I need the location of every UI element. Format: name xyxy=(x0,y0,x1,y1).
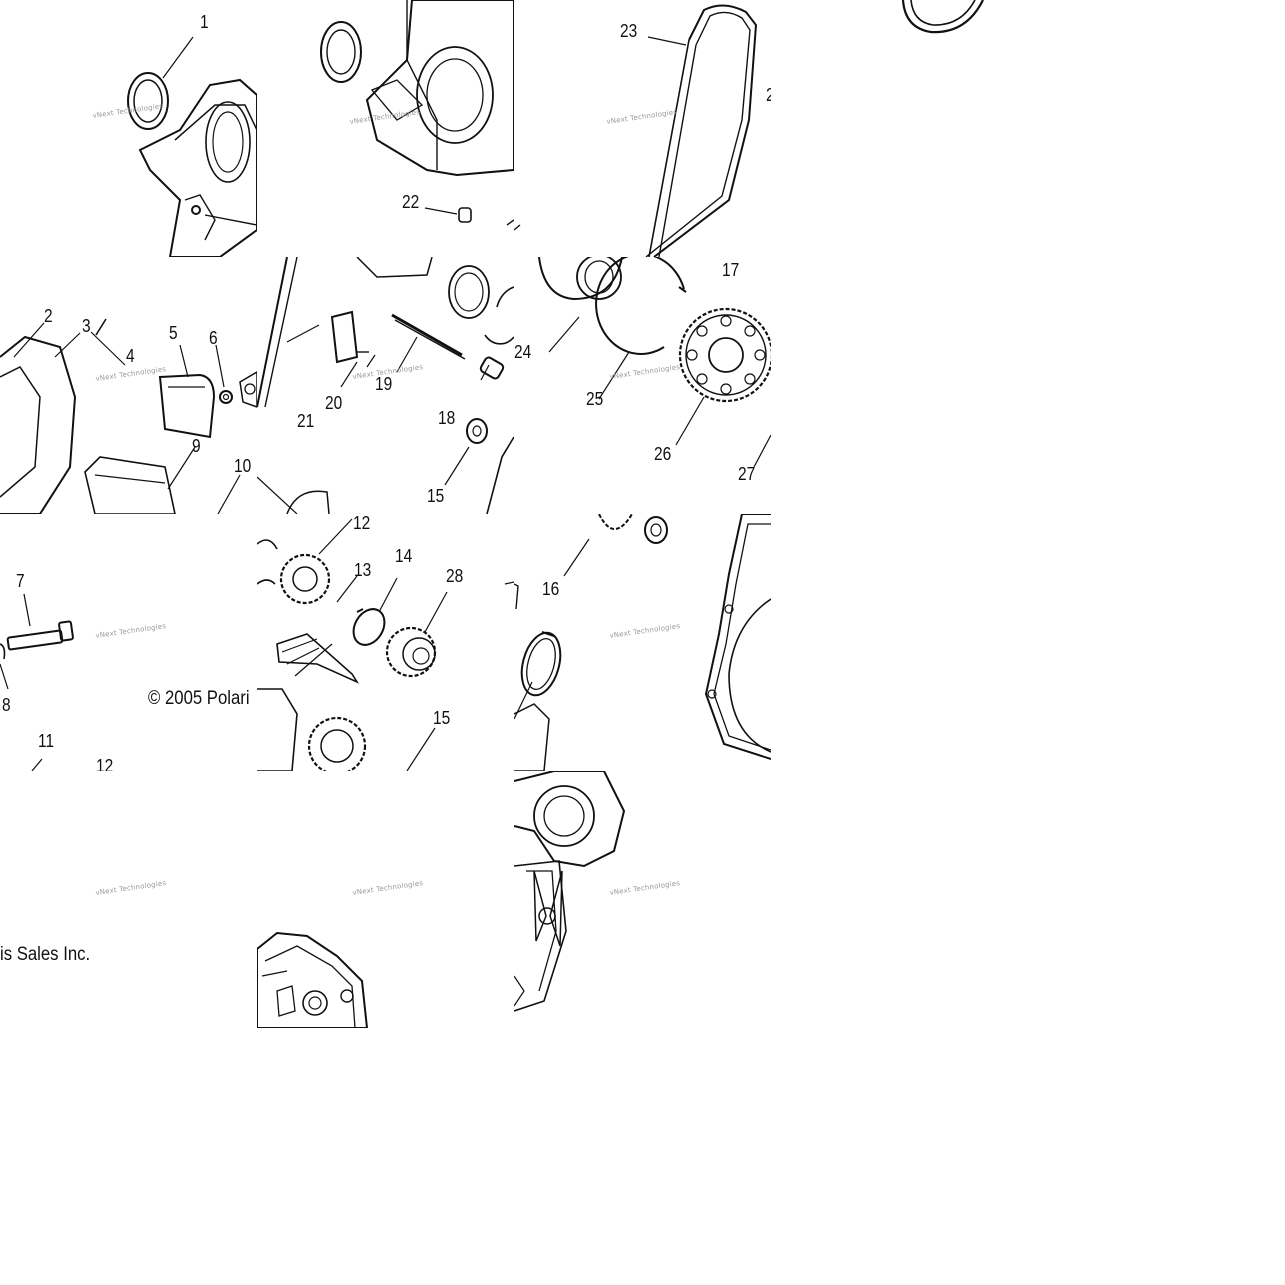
callout-15-lower: 15 xyxy=(433,708,451,728)
gear-ring-and-cover-drawing xyxy=(514,514,771,771)
tile-r3c3: 16 vNext Technologies xyxy=(514,514,771,771)
housing-tensioner-drawing xyxy=(0,318,257,514)
callout-28: 28 xyxy=(446,566,464,586)
copyright-notice-start: © 2005 Polari xyxy=(148,688,250,709)
tile-r3c1: 7 8 11 12 © 2005 Polari vNext Technologi… xyxy=(0,514,257,771)
tile-r1c2: 22 vNext Technologies xyxy=(257,0,514,257)
shaft-and-bearing-drawing xyxy=(257,257,514,514)
callout-14: 14 xyxy=(395,546,413,566)
callout-15: 15 xyxy=(427,486,445,506)
callout-12-partial: 12 xyxy=(353,514,371,533)
callout-5: 5 xyxy=(169,323,178,343)
drive-belt-drawing xyxy=(514,4,758,257)
callout-2: 2 xyxy=(44,306,53,326)
callout-1: 1 xyxy=(200,12,209,32)
callout-25: 25 xyxy=(586,389,604,409)
bolt-and-washer-drawing xyxy=(0,593,74,771)
callout-23: 23 xyxy=(620,21,638,41)
tile-r2c1: 2 3 4 5 6 9 10 vNext Technologies xyxy=(0,257,257,514)
callout-27: 27 xyxy=(738,464,756,484)
callout-16: 16 xyxy=(542,579,560,599)
tile-r1c1: 1 vNext Technologies xyxy=(0,0,257,257)
callout-20: 20 xyxy=(325,393,343,413)
tile-r4c1: is Sales Inc. vNext Technologies xyxy=(0,771,257,1028)
belt-fragment-drawing xyxy=(901,0,984,34)
callout-18: 18 xyxy=(438,408,456,428)
tile-r2c2: 21 20 19 18 15 vNext Technologies xyxy=(257,257,514,514)
callout-3: 3 xyxy=(82,316,91,336)
gear-and-ring-drawing xyxy=(538,257,771,468)
callout-24: 24 xyxy=(514,342,532,362)
callout-12: 12 xyxy=(96,756,114,771)
callout-10: 10 xyxy=(234,456,252,476)
callout-6: 6 xyxy=(209,328,218,348)
tile-r2c3: 24 17 25 26 27 vNext Technologies xyxy=(514,257,771,514)
tile-r3c2: 12 13 14 28 15 xyxy=(257,514,514,771)
callout-19: 19 xyxy=(375,374,393,394)
tile-r1c3: 23 2 vNext Technologies xyxy=(514,0,771,257)
callout-13: 13 xyxy=(354,560,372,580)
callout-11: 11 xyxy=(38,731,55,751)
callout-26: 26 xyxy=(654,444,672,464)
callout-22: 22 xyxy=(402,192,420,212)
callout-8: 8 xyxy=(2,695,11,715)
gears-and-shift-drum-drawing xyxy=(257,518,514,771)
watermark: vNext Technologies xyxy=(95,879,167,897)
tile-r1c4 xyxy=(771,0,1028,257)
callout-2-partial: 2 xyxy=(766,86,771,104)
tile-r4c3: vNext Technologies xyxy=(514,771,771,1028)
cover-and-seal-drawing xyxy=(320,0,514,226)
tile-r4c2: vNext Technologies xyxy=(257,771,514,1028)
copyright-notice-end: is Sales Inc. xyxy=(0,944,91,965)
case-half-drawing xyxy=(257,931,369,1028)
inner-cover-drawing xyxy=(514,771,626,1012)
seal-and-housing-drawing xyxy=(127,36,257,257)
callout-4: 4 xyxy=(126,346,135,366)
callout-9: 9 xyxy=(192,436,201,456)
callout-21: 21 xyxy=(297,411,315,431)
callout-17: 17 xyxy=(722,260,740,280)
callout-7: 7 xyxy=(16,571,25,591)
